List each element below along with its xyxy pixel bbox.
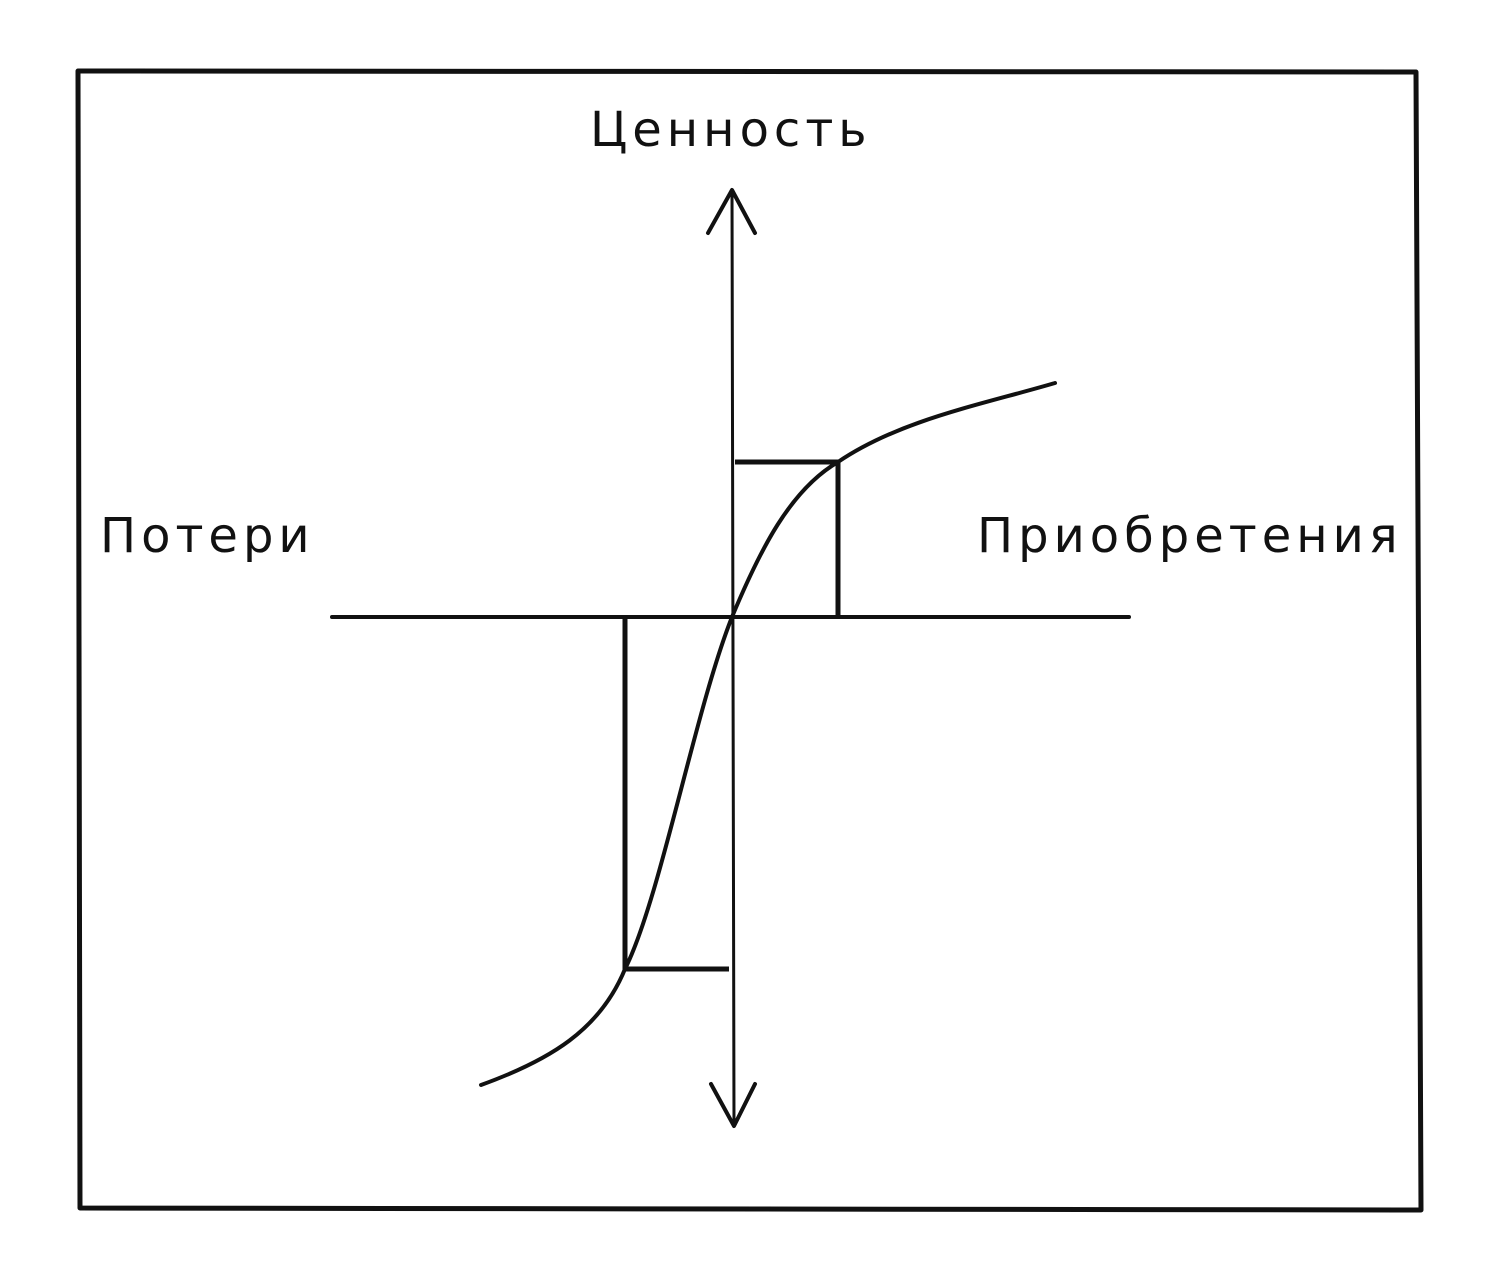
y-axis-up-arrow-icon (706, 188, 757, 235)
y-axis-label: Ценность (590, 102, 872, 158)
x-axis-positive-label: Приобретения (977, 508, 1403, 564)
y-axis (730, 188, 736, 1128)
gain-marker-box (735, 459, 841, 617)
frame-border (75, 68, 1424, 1213)
y-axis-down-arrow-icon (709, 1082, 757, 1128)
value-function-curve (479, 381, 1057, 1087)
x-axis-negative-label: Потери (100, 508, 315, 564)
